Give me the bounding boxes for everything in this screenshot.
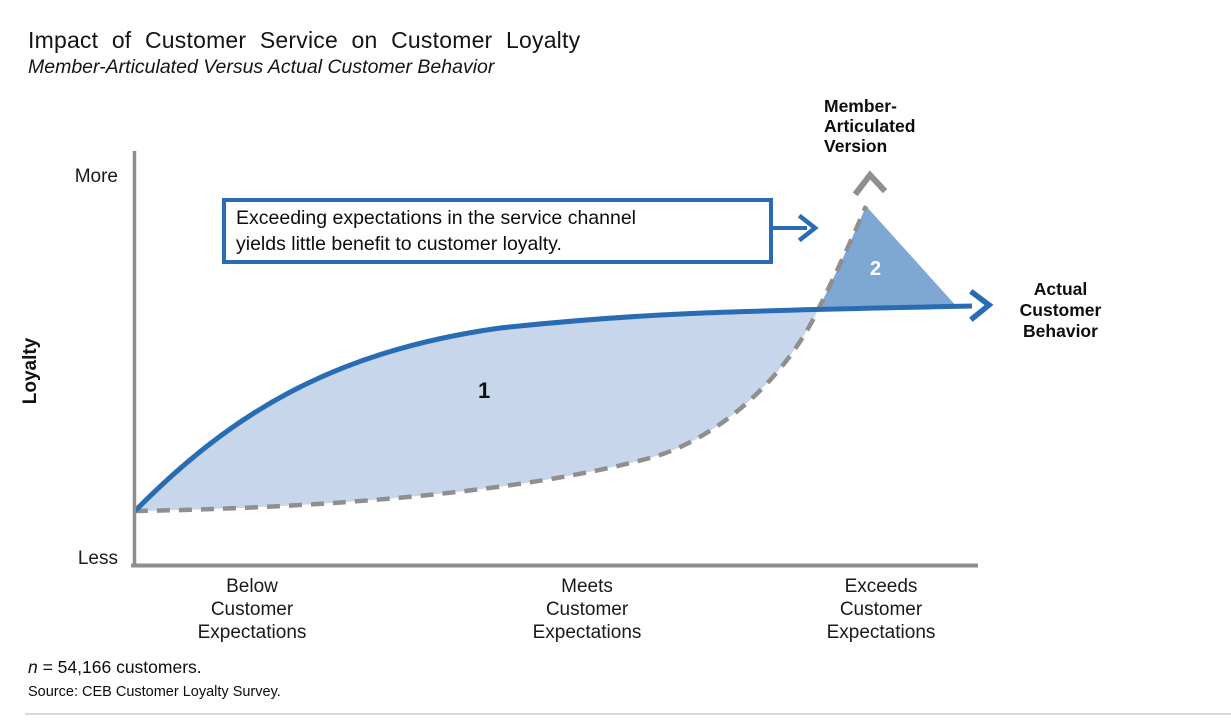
callout-text-line-2: yields little benefit to customer loyalt… [236,233,562,255]
x-axis-label-exceeds-expectations: Exceeds Customer Expectations [826,576,936,643]
sample-size-text: = 54,166 customers. [37,657,202,677]
source-note: Source: CEB Customer Loyalty Survey. [28,684,281,700]
sample-size-n: n [28,657,38,677]
actual-label-line-3: Behavior [1023,321,1098,341]
region-1-fill [135,310,818,511]
x-axis-label-meets-expectations: Meets Customer Expectations [532,576,642,643]
actual-label-line-1: Actual [1033,279,1088,299]
y-axis-tick-less: Less [77,548,118,569]
x-axis-label-below-expectations: Below Customer Expectations [197,576,307,643]
actual-label-line-2: Customer [1019,300,1102,320]
member-articulated-arrowhead-icon [852,170,888,197]
region-2-fill [818,206,958,310]
callout-text-line-1: Exceeding expectations in the service ch… [236,207,636,229]
member-articulated-label: Member- Articulated Version [824,96,915,156]
sample-size-note: n = 54,166 customers. [28,657,202,678]
chart-subtitle: Member-Articulated Versus Actual Custome… [28,56,495,78]
member-articulated-label-line-2: Articulated [824,116,916,136]
y-axis-title: Loyalty [20,337,41,405]
y-axis-tick-more: More [74,166,118,187]
region-2-number: 2 [870,258,882,280]
actual-behavior-curve [133,303,973,513]
callout-arrowhead-icon [797,213,819,243]
chart-title: Impact of Customer Service on Customer L… [28,27,581,53]
region-1-number: 1 [478,378,491,403]
bottom-divider [25,713,1231,715]
actual-customer-behavior-label: Actual Customer Behavior [1003,279,1118,342]
callout-box: Exceeding expectations in the service ch… [222,198,773,264]
member-articulated-label-line-3: Version [824,136,888,156]
member-articulated-curve [134,205,869,514]
actual-behavior-arrowhead-icon [969,289,994,322]
member-articulated-label-line-1: Member- [824,96,897,116]
